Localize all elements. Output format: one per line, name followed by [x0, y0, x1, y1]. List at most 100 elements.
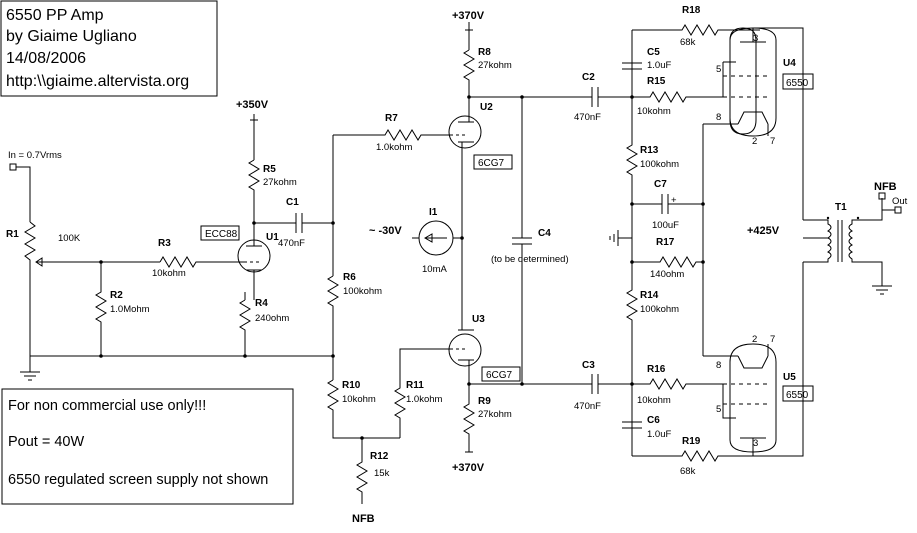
output-supply-label: +425V — [747, 225, 780, 237]
output-grid-network: C5 1.0uF C6 1.0uF R18 68k R19 68k R15 10… — [609, 5, 753, 477]
u2-type: 6CG7 — [478, 158, 505, 169]
note-line-2: Pout = 40W — [8, 434, 84, 450]
r13-value: 100kohm — [640, 159, 679, 170]
note-line-1: For non commercial use only!!! — [8, 398, 206, 414]
r15-ref: R15 — [647, 76, 666, 87]
u5-ref: U5 — [783, 372, 796, 383]
u5-stage: 2 7 8 5 3 U5 6550 — [703, 262, 814, 457]
ground-symbol — [609, 230, 632, 246]
r4-value: 240ohm — [255, 313, 289, 324]
r12-value: 15k — [374, 468, 390, 479]
title-line-3: 14/08/2006 — [6, 50, 86, 67]
t1-primary — [803, 219, 832, 263]
u4-pin8: 8 — [716, 112, 721, 123]
r7-value: 1.0kohm — [376, 142, 413, 153]
r10-ref: R10 — [342, 380, 361, 391]
u1-ref: U1 — [266, 232, 279, 243]
u5-pin7: 7 — [770, 334, 775, 345]
r14-value: 100kohm — [640, 304, 679, 315]
u2-ref: U2 — [480, 102, 493, 113]
r12-ref: R12 — [370, 451, 389, 462]
u2-tube-envelope — [448, 115, 482, 149]
r11-ref: R11 — [406, 380, 424, 391]
c2-value: 470nF — [574, 112, 601, 123]
input-label: In = 0.7Vrms — [8, 150, 62, 161]
r11-value: 1.0kohm — [406, 394, 443, 405]
u4-pin7: 7 — [770, 136, 775, 147]
u5-pin2: 2 — [752, 334, 757, 345]
u4-pin5: 5 — [716, 64, 721, 75]
r19-value: 68k — [680, 466, 696, 477]
u4-pin3: 3 — [753, 33, 758, 44]
title-line-4: http:\\giaime.altervista.org — [6, 73, 189, 90]
nfb-top-label: NFB — [874, 181, 897, 193]
output-transformer: +425V T1 NFB Out — [747, 181, 908, 295]
r4-ref: R4 — [255, 298, 268, 309]
c2-ref: C2 — [582, 72, 595, 83]
u4-tube-envelope — [729, 27, 777, 137]
i1-ref: I1 — [429, 207, 438, 218]
t1-secondary — [848, 219, 858, 263]
r2-value: 1.0Mohm — [110, 304, 150, 315]
i1-value: 10mA — [422, 264, 447, 275]
r13-ref: R13 — [640, 145, 659, 156]
u5-pin8: 8 — [716, 360, 721, 371]
input-stage: In = 0.7Vrms R1 100K R3 10kohm R2 1.0Moh… — [6, 150, 333, 381]
c5-ref: C5 — [647, 47, 660, 58]
r6-ref: R6 — [343, 272, 356, 283]
u2-supply-label: +370V — [452, 10, 485, 22]
r5-ref: R5 — [263, 164, 276, 175]
out-label: Out — [892, 196, 908, 207]
u1-type: ECC88 — [205, 229, 238, 240]
r16-value: 10kohm — [637, 395, 671, 406]
r18-value: 68k — [680, 37, 696, 48]
u5-pin5: 5 — [716, 404, 721, 415]
r19-ref: R19 — [682, 436, 701, 447]
r1-value: 100K — [58, 233, 81, 244]
u3-supply-label: +370V — [452, 462, 485, 474]
r9-value: 27kohm — [478, 409, 512, 420]
r9-ref: R9 — [478, 396, 491, 407]
c4-ref: C4 — [538, 228, 551, 239]
u4-ref: U4 — [783, 58, 796, 69]
title-line-2: by Giaime Ugliano — [6, 28, 137, 45]
c3-value: 470nF — [574, 401, 601, 412]
note-line-3: 6550 regulated screen supply not shown — [8, 472, 268, 488]
u5-pin3: 3 — [753, 438, 758, 449]
c3-ref: C3 — [582, 360, 595, 371]
c7-value: 100uF — [652, 220, 679, 231]
c1-value: 470nF — [278, 238, 305, 249]
u4-stage: 3 5 8 2 7 U4 6550 — [703, 27, 814, 220]
r8-ref: R8 — [478, 47, 491, 58]
title-box: 6550 PP Amp by Giaime Ugliano 14/08/2006… — [0, 0, 218, 97]
u4-pin2: 2 — [752, 136, 757, 147]
u3-type: 6CG7 — [486, 370, 513, 381]
r8-value: 27kohm — [478, 60, 512, 71]
u5-tube-envelope — [729, 343, 777, 453]
c1-ref: C1 — [286, 197, 299, 208]
r7-ref: R7 — [385, 113, 398, 124]
r15-value: 10kohm — [637, 106, 671, 117]
phase-splitter: +370V R8 27kohm U2 6CG7 I1 10mA ~ -30V U… — [369, 10, 592, 474]
bias-label: ~ -30V — [369, 225, 402, 237]
r5-value: 27kohm — [263, 177, 297, 188]
u1-supply-label: +350V — [236, 99, 269, 111]
r6-value: 100kohm — [343, 286, 382, 297]
title-line-1: 6550 PP Amp — [6, 7, 104, 24]
nfb-bottom-label: NFB — [352, 513, 375, 525]
coupling-caps: C2 470nF C3 470nF — [574, 72, 632, 412]
coupling-network: R6 100kohm R7 1.0kohm R10 10kohm R11 1.0… — [327, 113, 450, 525]
c6-value: 1.0uF — [647, 429, 671, 440]
r10-value: 10kohm — [342, 394, 376, 405]
u5-type: 6550 — [786, 390, 809, 401]
r14-ref: R14 — [640, 290, 659, 301]
r3-value: 10kohm — [152, 268, 186, 279]
c4-value: (to be determined) — [491, 254, 569, 265]
u3-tube-envelope — [448, 333, 482, 367]
r2-ref: R2 — [110, 290, 123, 301]
u3-ref: U3 — [472, 314, 485, 325]
r1-ref: R1 — [6, 229, 19, 240]
u1-stage: +350V R5 27kohm ECC88 U1 R4 240ohm C1 47… — [200, 99, 333, 356]
notes-box: For non commercial use only!!! Pout = 40… — [1, 388, 294, 505]
